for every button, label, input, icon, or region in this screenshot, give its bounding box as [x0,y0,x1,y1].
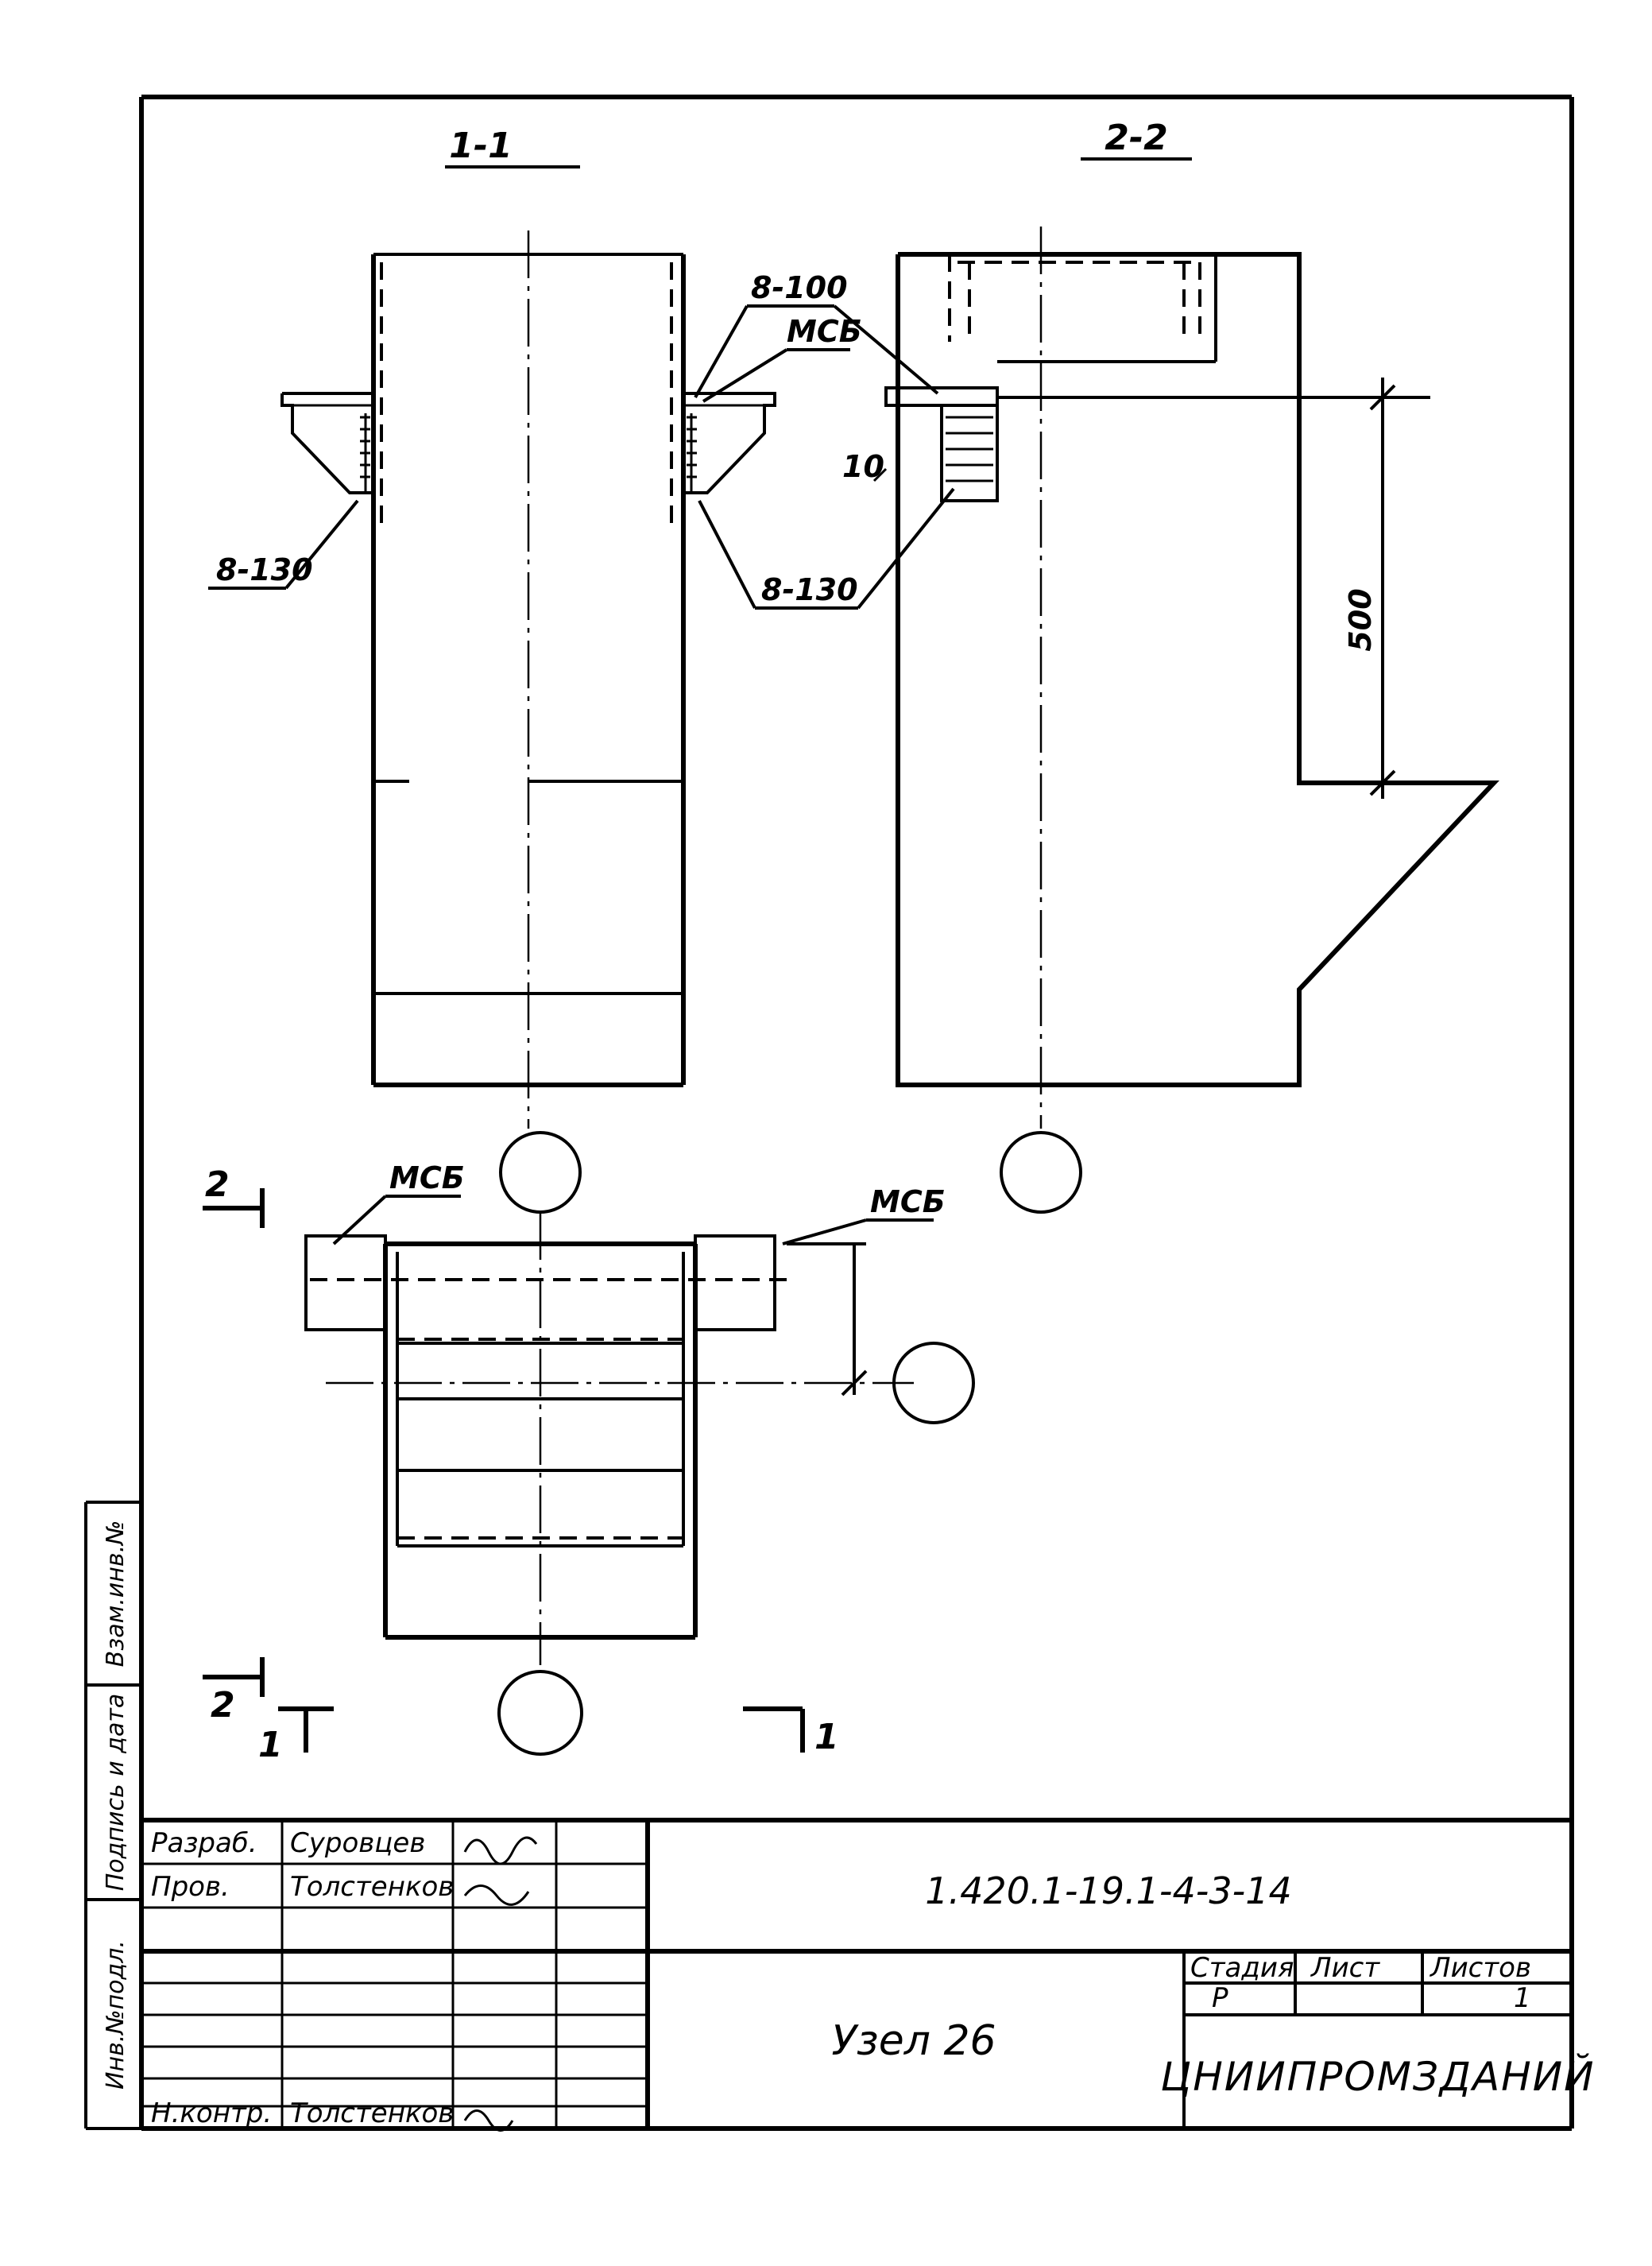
msb-label-top: МСБ [787,314,862,349]
weld-label-right: 8-130 [761,572,858,607]
drawing-title: Узел 26 [831,2017,996,2065]
axis-circle-1 [499,1131,582,1214]
value-stage: Р [1212,1982,1228,2014]
section-cut-marks: 2 2 1 1 [203,1164,839,1765]
callouts-1-1: 8-130 8-100 МСБ 8-130 [208,270,955,610]
header-sheets: Листов [1429,1952,1531,1984]
msb-label-plan-right: МСБ [870,1184,946,1219]
plan-view-drawing [304,1212,975,1756]
drawing-code: 1.420.1-19.1-4-3-14 [925,1869,1291,1912]
weld-label-top: 8-100 [751,270,848,305]
weld-label-left: 8-130 [216,552,313,587]
section-title-2-2: 2-2 [1105,118,1168,158]
height-dim: 500 [1343,588,1378,651]
role-nkontr: Н.контр. [151,2098,272,2129]
title-block: Разраб. Суровцев Пров. Толстенков Н.конт… [141,1818,1595,2132]
section-title-1-1: 1-1 [449,126,513,166]
name-nkontr: Толстенков [290,2098,454,2129]
axis-circle-2 [1000,1131,1082,1214]
signature-3 [463,2109,514,2132]
plan-callouts: МСБ МСБ [332,1160,946,1245]
cut-mark-1-right: 1 [814,1717,839,1757]
cut-mark-1-left: 1 [258,1725,283,1765]
organization: ЦНИИПРОМЗДАНИЙ [1160,2053,1595,2100]
side-stamp-vzam: Взам.инв.№ [102,1520,130,1668]
side-stamp-inv-podl: Инв.№подл. [102,1940,130,2090]
role-checker: Пров. [151,1871,230,1903]
signature-1 [463,1836,538,1865]
side-stamp-podpis: Подпись и дата [102,1694,130,1892]
axis-circle-4 [892,1342,975,1424]
axis-circle-3 [497,1670,583,1756]
msb-label-plan-left: МСБ [389,1160,465,1195]
sheet-frame [139,95,1574,2131]
signature-2 [463,1884,530,1906]
plate-thickness-dim: 10 [842,449,884,484]
cut-mark-2-top: 2 [205,1164,230,1205]
cut-mark-2-bottom: 2 [211,1685,235,1726]
value-sheets: 1 [1514,1982,1531,2014]
header-stage: Стадия [1190,1952,1294,1984]
section-1-1-drawing [280,230,776,1214]
role-developer: Разраб. [151,1827,257,1859]
name-checker: Толстенков [290,1871,454,1903]
header-sheet: Лист [1310,1952,1380,1984]
name-developer: Суровцев [290,1827,425,1859]
section-2-2-drawing: 10 500 [842,227,1499,1214]
side-stamp: Инв.№подл. Подпись и дата Взам.инв.№ [84,1501,141,2130]
